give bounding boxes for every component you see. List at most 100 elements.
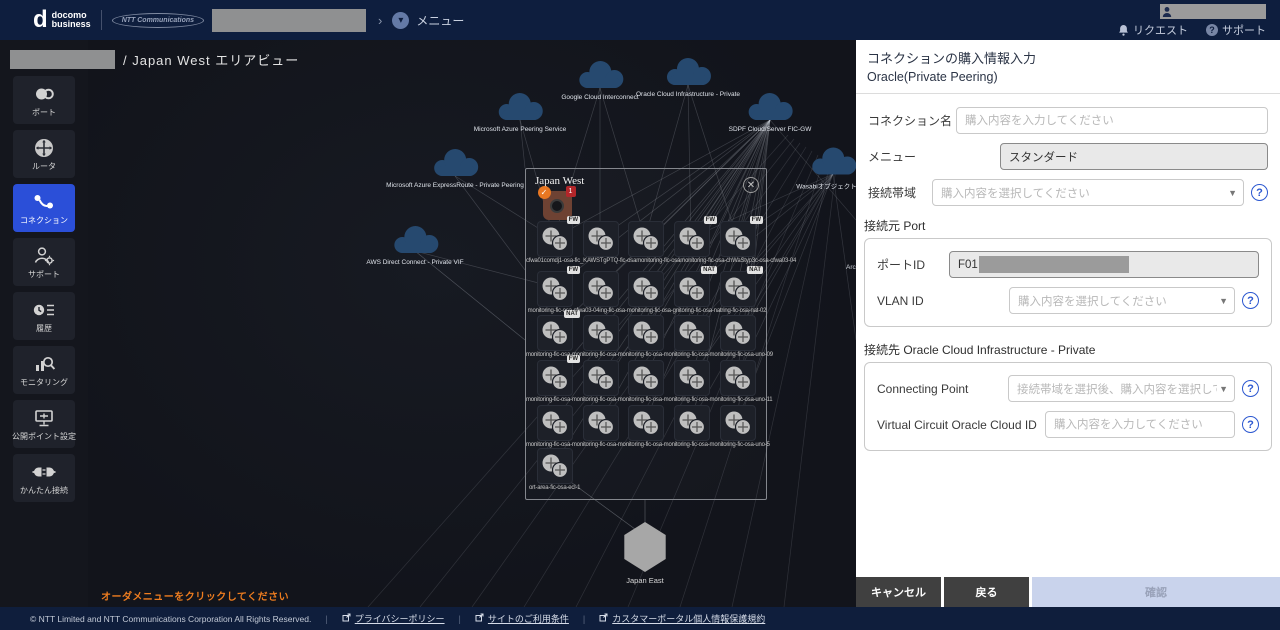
connecting-point-select[interactable]: 接続帯域を選択後、購入内容を選択してくださ ▼ bbox=[1008, 375, 1235, 402]
router-node[interactable] bbox=[628, 405, 664, 441]
count-badge: 1 bbox=[565, 186, 576, 197]
router-node[interactable]: FW bbox=[537, 355, 580, 396]
sidebar-item-easy-connect[interactable]: かんたん接続 bbox=[13, 454, 75, 502]
vc-ocid-input[interactable] bbox=[1045, 411, 1235, 438]
router-icon bbox=[633, 411, 660, 436]
router-node[interactable] bbox=[628, 360, 664, 396]
router-node[interactable]: NAT bbox=[674, 266, 717, 307]
source-port-section-label: 接続元 Port bbox=[864, 219, 926, 233]
cloud-node-wasabi-object-storage[interactable]: Wasabiオブジェクトスト bbox=[796, 146, 856, 191]
area-view-map[interactable]: Japan West ✕ ✓ 1 Ports FWFWFWcfwa01comdj… bbox=[88, 40, 856, 607]
close-icon[interactable]: ✕ bbox=[743, 177, 759, 193]
sidebar-item-label: 公開ポイント設定 bbox=[12, 431, 76, 441]
footer-link-0[interactable]: プライバシーポリシー bbox=[342, 612, 445, 625]
router-icon bbox=[679, 366, 706, 391]
menu-value-field: スタンダード bbox=[1000, 143, 1268, 170]
brand-line2: business bbox=[51, 19, 91, 29]
sidebar-item-support[interactable]: サポート bbox=[13, 238, 75, 286]
sidebar-item-router[interactable]: ルータ bbox=[13, 130, 75, 178]
ntt-communications-logo: NTT Communications bbox=[111, 12, 205, 28]
connecting-point-help-icon[interactable]: ? bbox=[1242, 380, 1259, 397]
router-node[interactable]: FW bbox=[674, 216, 717, 257]
chevron-down-icon[interactable]: ▾ bbox=[392, 11, 410, 29]
cloud-node-sdpf-cloud-server-fic-gw[interactable]: SDPF Cloud/Server FIC-GW bbox=[729, 91, 811, 133]
sidebar-item-connection[interactable]: コネクション bbox=[13, 184, 75, 232]
node-row-label: ort-area-fic-osa-ecl-1 bbox=[529, 485, 581, 491]
sidebar-item-monitoring[interactable]: モニタリング bbox=[13, 346, 75, 394]
japan-west-group[interactable]: Japan West ✕ ✓ 1 Ports FWFWFWcfwa01comdj… bbox=[525, 168, 796, 500]
vlan-id-select[interactable]: 購入内容を選択してください ▼ bbox=[1009, 287, 1235, 314]
cloud-node-microsoft-azure-expressroute-private-peering[interactable]: Microsoft Azure ExpressRoute - Private P… bbox=[386, 147, 524, 189]
router-node[interactable] bbox=[674, 360, 710, 396]
connection-name-input[interactable] bbox=[956, 107, 1268, 134]
router-node[interactable]: NAT bbox=[720, 266, 763, 307]
panel-form: コネクション名 メニュー スタンダード 接続帯域 購入内容を選択してください ▼… bbox=[856, 94, 1280, 577]
docomo-business-logo[interactable]: d docomo business bbox=[33, 8, 91, 32]
content-area: / Japan West エリアビュー ポートルータコネクションサポート履歴モニ… bbox=[0, 40, 1280, 607]
connecting-point-label: Connecting Point bbox=[877, 381, 969, 396]
ports-node[interactable]: ✓ 1 Ports bbox=[537, 186, 576, 232]
router-node[interactable] bbox=[583, 271, 619, 307]
node-row-label: monitoring-fic-osa-cfwa03-04ing-fic-osa-… bbox=[527, 308, 767, 314]
router-node[interactable] bbox=[720, 405, 756, 441]
router-node[interactable] bbox=[583, 360, 619, 396]
account-redacted-box[interactable] bbox=[1160, 4, 1266, 19]
router-icon bbox=[542, 227, 569, 252]
docomo-d-icon: d bbox=[33, 6, 48, 33]
arcstar-partial-label: Arcsta bbox=[846, 264, 856, 271]
check-badge-icon: ✓ bbox=[537, 186, 551, 199]
sidebar-item-history[interactable]: 履歴 bbox=[13, 292, 75, 340]
router-icon bbox=[33, 137, 55, 159]
cloud-node-aws-direct-connect-private-vif[interactable]: AWS Direct Connect - Private VIF bbox=[366, 224, 464, 266]
bandwidth-help-icon[interactable]: ? bbox=[1251, 184, 1268, 201]
router-node[interactable] bbox=[674, 315, 710, 351]
support-button[interactable]: ? サポート bbox=[1206, 22, 1266, 38]
sidebar-item-label: 履歴 bbox=[36, 323, 52, 333]
router-node[interactable] bbox=[537, 448, 573, 484]
cloud-node-oracle-cloud-infrastructure-private[interactable]: Oracle Cloud Infrastructure - Private bbox=[636, 56, 740, 98]
router-node[interactable]: FW bbox=[537, 216, 580, 257]
japan-east-node[interactable]: Japan East bbox=[609, 522, 681, 585]
caret-down-icon: ▼ bbox=[1219, 383, 1228, 394]
fw-badge: FW bbox=[566, 355, 580, 363]
sidebar-item-label: モニタリング bbox=[20, 377, 68, 387]
router-icon bbox=[725, 366, 752, 391]
router-node[interactable]: NAT bbox=[537, 310, 580, 351]
router-node[interactable] bbox=[583, 315, 619, 351]
vlan-id-label: VLAN ID bbox=[877, 293, 924, 308]
back-button[interactable]: 戻る bbox=[944, 577, 1029, 607]
cloud-label: AWS Direct Connect - Private VIF bbox=[366, 259, 464, 266]
history-icon bbox=[32, 299, 56, 321]
footer-link-2[interactable]: カスタマーポータル個人情報保護規約 bbox=[599, 612, 765, 625]
user-icon bbox=[1162, 6, 1172, 17]
bandwidth-select[interactable]: 購入内容を選択してください ▼ bbox=[932, 179, 1244, 206]
router-node[interactable] bbox=[537, 405, 573, 441]
sidebar-item-public-point[interactable]: 公開ポイント設定 bbox=[12, 400, 76, 448]
router-node[interactable] bbox=[720, 315, 756, 351]
cloud-node-google-cloud-interconnect[interactable]: Google Cloud Interconnect bbox=[561, 59, 639, 101]
vlan-help-icon[interactable]: ? bbox=[1242, 292, 1259, 309]
vc-ocid-help-icon[interactable]: ? bbox=[1242, 416, 1259, 433]
connection-icon bbox=[32, 191, 56, 213]
cloud-label: Wasabiオブジェクトスト bbox=[796, 183, 856, 191]
router-icon bbox=[633, 321, 660, 346]
cancel-button[interactable]: キャンセル bbox=[856, 577, 941, 607]
router-node[interactable] bbox=[628, 221, 664, 257]
cloud-icon bbox=[573, 59, 627, 94]
router-node[interactable] bbox=[628, 315, 664, 351]
router-node[interactable] bbox=[674, 405, 710, 441]
router-node[interactable]: FW bbox=[537, 266, 580, 307]
router-node[interactable] bbox=[583, 405, 619, 441]
nat-badge: NAT bbox=[564, 310, 580, 318]
cloud-node-microsoft-azure-peering-service[interactable]: Microsoft Azure Peering Service bbox=[474, 91, 566, 133]
sidebar-item-label: ポート bbox=[32, 107, 56, 117]
router-node[interactable] bbox=[720, 360, 756, 396]
menu-button[interactable]: メニュー bbox=[416, 13, 465, 28]
sidebar-item-port[interactable]: ポート bbox=[13, 76, 75, 124]
footer-link-1[interactable]: サイトのご利用条件 bbox=[475, 612, 569, 625]
router-node[interactable] bbox=[583, 221, 619, 257]
ports-icon: ✓ 1 bbox=[537, 186, 576, 220]
router-node[interactable]: FW bbox=[720, 216, 763, 257]
router-node[interactable] bbox=[628, 271, 664, 307]
request-button[interactable]: リクエスト bbox=[1118, 22, 1188, 38]
